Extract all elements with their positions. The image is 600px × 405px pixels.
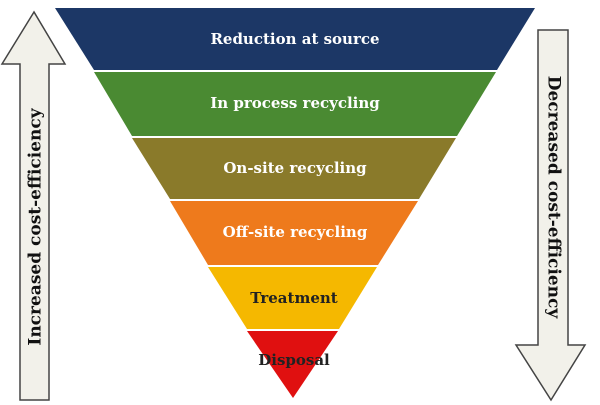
tier-disposal-label: Disposal — [258, 351, 330, 369]
tier-reduction-at-source — [55, 8, 535, 70]
left-arrow-label: Increased cost-efficiency — [26, 107, 46, 345]
tier-reduction-at-source-label: Reduction at source — [210, 30, 379, 48]
right-arrow-shape — [514, 29, 587, 402]
right-arrow: Decreased cost-efficiency — [514, 29, 587, 402]
tier-treatment — [208, 267, 377, 329]
tier-disposal — [247, 331, 338, 398]
tier-in-process-recycling-label: In process recycling — [210, 94, 380, 112]
tier-treatment-label: Treatment — [250, 289, 337, 307]
tier-off-site-recycling — [170, 201, 418, 265]
tier-on-site-recycling-label: On-site recycling — [223, 159, 367, 177]
tier-in-process-recycling — [94, 72, 496, 136]
left-arrow: Increased cost-efficiency — [0, 10, 67, 401]
tier-on-site-recycling — [132, 138, 456, 199]
right-arrow-label: Decreased cost-efficiency — [544, 76, 564, 320]
pyramid: Reduction at source In process recycling… — [55, 8, 535, 398]
tier-off-site-recycling-label: Off-site recycling — [223, 223, 368, 241]
left-arrow-shape — [0, 10, 67, 401]
